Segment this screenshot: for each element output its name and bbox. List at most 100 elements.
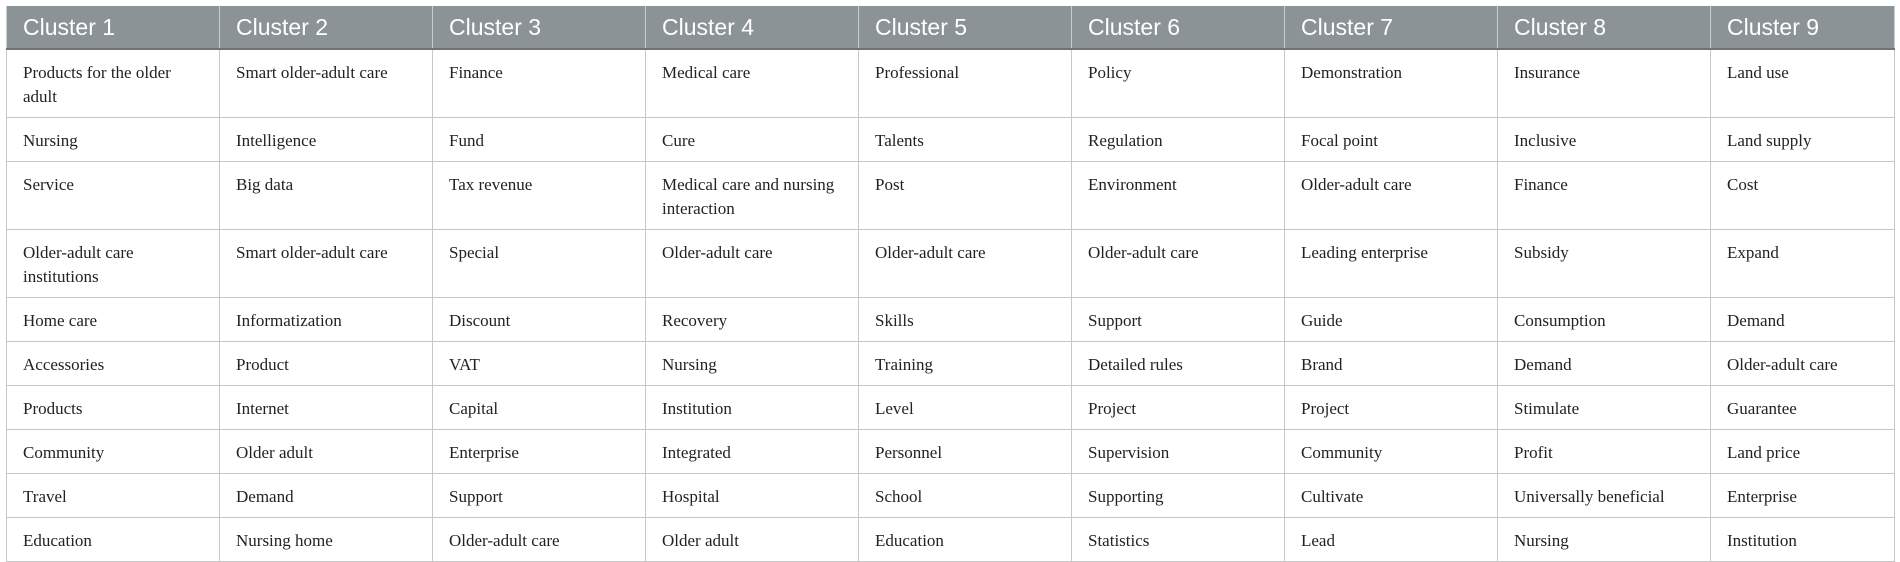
- table-cell: Nursing: [645, 341, 859, 386]
- column-header: Cluster 1: [6, 6, 220, 50]
- table-cell: Community: [1284, 429, 1498, 474]
- table-cell: Recovery: [645, 297, 859, 342]
- table-cell: Older-adult care: [432, 517, 646, 562]
- cluster-table-container: Cluster 1 Cluster 2 Cluster 3 Cluster 4 …: [6, 6, 1895, 562]
- table-cell: Older-adult care: [1284, 161, 1498, 230]
- table-cell: Level: [858, 385, 1072, 430]
- table-cell: Brand: [1284, 341, 1498, 386]
- table-cell: Nursing: [1497, 517, 1711, 562]
- table-cell: Land use: [1710, 48, 1895, 118]
- table-cell: Demand: [219, 473, 433, 518]
- table-cell: Professional: [858, 48, 1072, 118]
- table-cell: Enterprise: [1710, 473, 1895, 518]
- column-header: Cluster 3: [432, 6, 646, 50]
- column-header: Cluster 7: [1284, 6, 1498, 50]
- table-cell: Hospital: [645, 473, 859, 518]
- table-cell: Intelligence: [219, 117, 433, 162]
- table-cell: Tax revenue: [432, 161, 646, 230]
- table-cell: Training: [858, 341, 1072, 386]
- table-cell: Regulation: [1071, 117, 1285, 162]
- table-cell: Older adult: [219, 429, 433, 474]
- table-cell: Capital: [432, 385, 646, 430]
- cluster-keywords-table: Cluster 1 Cluster 2 Cluster 3 Cluster 4 …: [6, 6, 1895, 562]
- table-cell: Profit: [1497, 429, 1711, 474]
- column-header: Cluster 8: [1497, 6, 1711, 50]
- table-cell: Institution: [645, 385, 859, 430]
- table-cell: Older adult: [645, 517, 859, 562]
- table-cell: Supervision: [1071, 429, 1285, 474]
- table-cell: Guide: [1284, 297, 1498, 342]
- table-cell: Big data: [219, 161, 433, 230]
- table-cell: Project: [1071, 385, 1285, 430]
- table-cell: Statistics: [1071, 517, 1285, 562]
- table-cell: Skills: [858, 297, 1072, 342]
- table-cell: Older-adult care: [858, 229, 1072, 298]
- table-cell: Institution: [1710, 517, 1895, 562]
- table-cell: Personnel: [858, 429, 1072, 474]
- table-cell: Informatization: [219, 297, 433, 342]
- table-cell: Cultivate: [1284, 473, 1498, 518]
- table-cell: Older-adult care: [1710, 341, 1895, 386]
- table-cell: Stimulate: [1497, 385, 1711, 430]
- table-cell: Post: [858, 161, 1072, 230]
- table-cell: Travel: [6, 473, 220, 518]
- table-cell: Subsidy: [1497, 229, 1711, 298]
- table-cell: Focal point: [1284, 117, 1498, 162]
- table-cell: Environment: [1071, 161, 1285, 230]
- table-cell: Medical care and nursing interaction: [645, 161, 859, 230]
- table-cell: Older-adult care: [1071, 229, 1285, 298]
- table-cell: Education: [6, 517, 220, 562]
- table-cell: Home care: [6, 297, 220, 342]
- table-cell: Land price: [1710, 429, 1895, 474]
- table-cell: Enterprise: [432, 429, 646, 474]
- column-header: Cluster 6: [1071, 6, 1285, 50]
- table-cell: Demand: [1497, 341, 1711, 386]
- table-cell: Fund: [432, 117, 646, 162]
- table-cell: Older-adult care: [645, 229, 859, 298]
- table-cell: Older-adult care institutions: [6, 229, 220, 298]
- table-cell: Integrated: [645, 429, 859, 474]
- table-cell: Accessories: [6, 341, 220, 386]
- table-cell: Finance: [432, 48, 646, 118]
- table-cell: Service: [6, 161, 220, 230]
- column-header: Cluster 2: [219, 6, 433, 50]
- table-cell: Talents: [858, 117, 1072, 162]
- column-header: Cluster 5: [858, 6, 1072, 50]
- table-cell: Product: [219, 341, 433, 386]
- table-cell: Cure: [645, 117, 859, 162]
- table-cell: Inclusive: [1497, 117, 1711, 162]
- table-cell: Internet: [219, 385, 433, 430]
- table-cell: Nursing: [6, 117, 220, 162]
- table-cell: VAT: [432, 341, 646, 386]
- column-header: Cluster 4: [645, 6, 859, 50]
- table-cell: Smart older-adult care: [219, 229, 433, 298]
- table-cell: Nursing home: [219, 517, 433, 562]
- column-header: Cluster 9: [1710, 6, 1895, 50]
- table-cell: Universally beneficial: [1497, 473, 1711, 518]
- header-row: Cluster 1 Cluster 2 Cluster 3 Cluster 4 …: [6, 6, 1895, 50]
- table-cell: Cost: [1710, 161, 1895, 230]
- table-cell: Demand: [1710, 297, 1895, 342]
- table-cell: Guarantee: [1710, 385, 1895, 430]
- table-cell: Medical care: [645, 48, 859, 118]
- table-cell: Consumption: [1497, 297, 1711, 342]
- table-cell: Finance: [1497, 161, 1711, 230]
- table-cell: Products for the older adult: [6, 48, 220, 118]
- table-cell: Support: [1071, 297, 1285, 342]
- table-cell: Products: [6, 385, 220, 430]
- table-cell: Leading enterprise: [1284, 229, 1498, 298]
- table-cell: Education: [858, 517, 1072, 562]
- table-header: Cluster 1 Cluster 2 Cluster 3 Cluster 4 …: [6, 6, 1895, 50]
- table-cell: Supporting: [1071, 473, 1285, 518]
